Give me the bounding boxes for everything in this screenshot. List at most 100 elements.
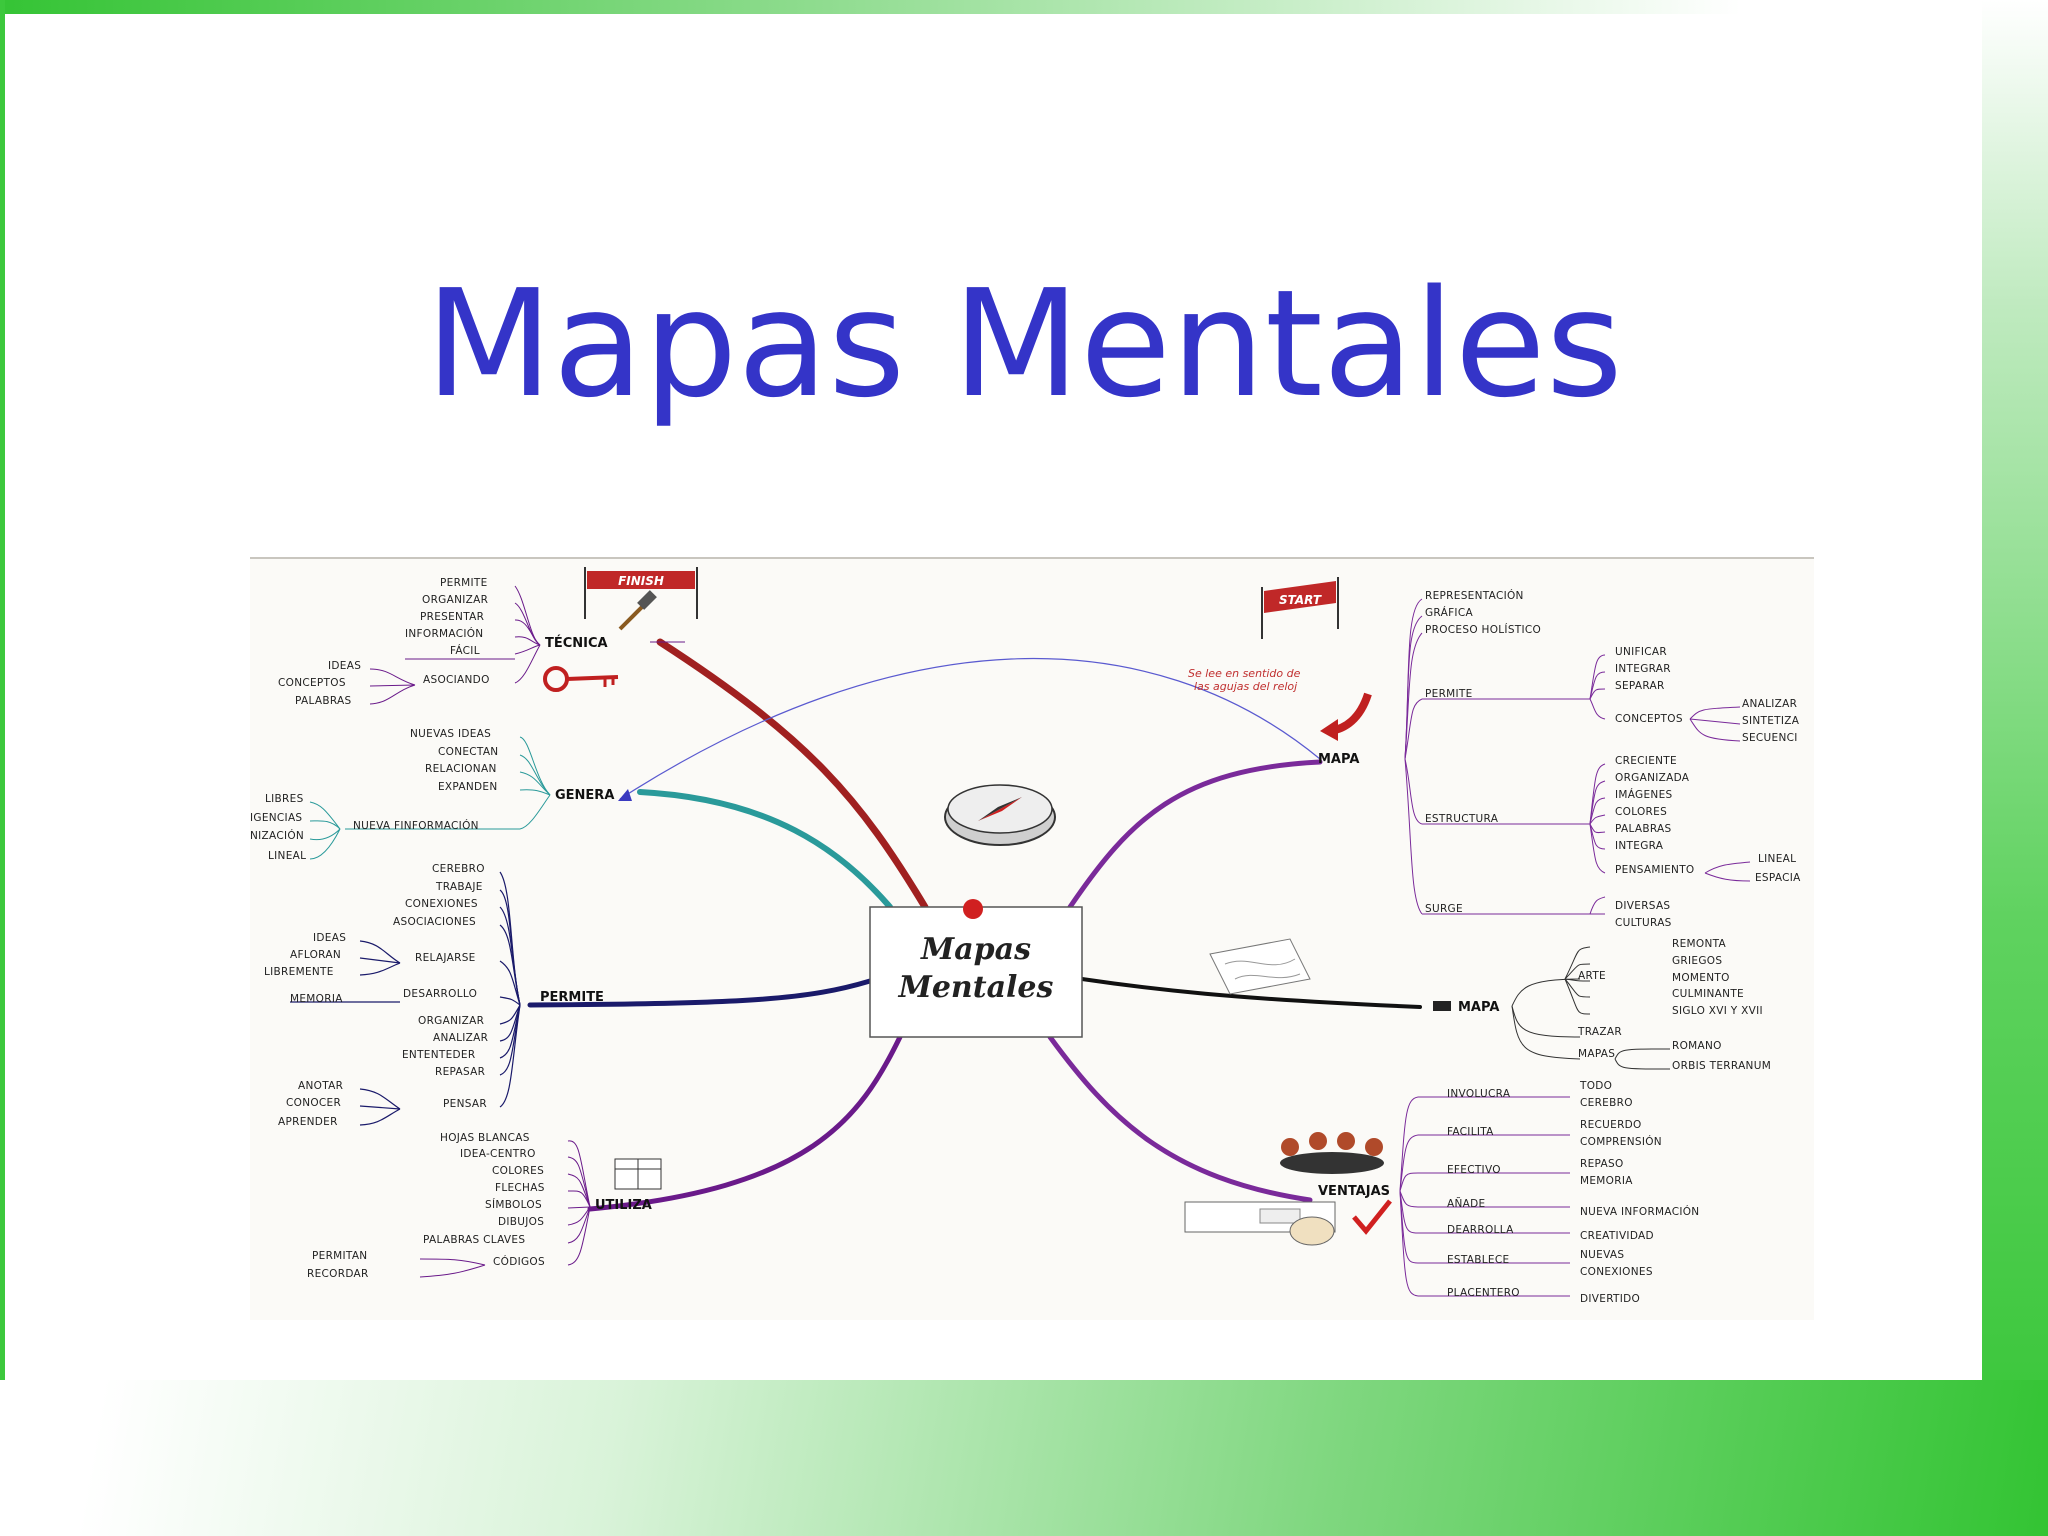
mapa-mid-item-2: TRAZAR [1577, 1026, 1622, 1038]
ventajas-item-5: DEARROLLA [1447, 1224, 1514, 1236]
mapa-permite-sub-1: UNIFICAR [1615, 646, 1667, 658]
genera-sub-3: NIZACIÓN [250, 829, 304, 842]
genera-item-3: RELACIONAN [425, 763, 497, 775]
pensamiento-sub-1: LINEAL [1758, 853, 1796, 865]
genera-item-4: EXPANDEN [438, 781, 498, 793]
relajarse-sub-3: LIBREMENTE [264, 966, 334, 978]
conceptos-sub-1: ANALIZAR [1742, 698, 1797, 710]
conceptos-sub-3: SECUENCI [1742, 732, 1798, 744]
asociando-sub-2: CONCEPTOS [278, 677, 346, 689]
permite-item-7: ORGANIZAR [418, 1015, 484, 1027]
pensar-sub-2: CONOCER [286, 1097, 341, 1109]
start-flag-icon: START [1261, 577, 1339, 639]
ventajas-sub-11: DIVERTIDO [1580, 1293, 1640, 1305]
tecnica-item-2: ORGANIZAR [422, 594, 488, 606]
relajarse-sub-1: IDEAS [313, 932, 346, 944]
ventajas-sub-3: RECUERDO [1580, 1119, 1642, 1131]
mapa-permite-sub-4: CONCEPTOS [1615, 713, 1683, 725]
reading-note-line2: las agujas del reloj [1194, 680, 1298, 693]
utiliza-item-2: IDEA-CENTRO [460, 1148, 536, 1160]
compass-icon [944, 784, 1056, 846]
pensar-sub-3: APRENDER [278, 1116, 338, 1128]
permite-label: PERMITE [540, 990, 604, 1005]
ventajas-item-1: INVOLUCRA [1447, 1088, 1511, 1100]
surge-sub-2: CULTURAS [1615, 917, 1672, 929]
permite-item-6: DESARROLLO [403, 988, 477, 1000]
utiliza-group: UTILIZA HOJAS BLANCAS IDEA-CENTRO COLORE… [307, 1132, 662, 1280]
background-top-band [0, 0, 2048, 14]
genera-item-2: CONECTAN [438, 746, 498, 758]
branch-utiliza [587, 1034, 903, 1212]
arte-sub-5: SIGLO XVI Y XVII [1672, 1005, 1763, 1017]
permite-item-8: ANALIZAR [433, 1032, 488, 1044]
ventajas-item-3: EFECTIVO [1447, 1164, 1501, 1176]
estructura-sub-5: PALABRAS [1615, 823, 1671, 835]
estructura-sub-3: IMÁGENES [1615, 788, 1673, 801]
permite-item-4: ASOCIACIONES [393, 916, 476, 928]
mapa-permite-sub-3: SEPARAR [1615, 680, 1665, 692]
tecnica-item-4: INFORMACIÓN [405, 627, 483, 640]
codigos-sub-2: RECORDAR [307, 1268, 369, 1280]
ventajas-sub-4: COMPRENSIÓN [1580, 1135, 1662, 1148]
tecnica-item-5: FÁCIL [450, 644, 480, 657]
svg-text:START: START [1279, 593, 1322, 607]
arte-sub-1: REMONTA [1672, 938, 1727, 950]
utiliza-label: UTILIZA [595, 1198, 652, 1213]
mapa-top-item-1: REPRESENTACIÓN [1425, 589, 1524, 602]
clockwise-arrow [619, 658, 1321, 800]
arte-sub-4: CULMINANTE [1672, 988, 1744, 1000]
branch-mapa-mid [1080, 977, 1422, 1009]
estructura-sub-6: INTEGRA [1615, 840, 1664, 852]
ventajas-sub-2: CEREBRO [1580, 1097, 1633, 1109]
people-icon [1280, 1132, 1384, 1174]
utiliza-item-4: FLECHAS [495, 1182, 545, 1194]
ventajas-label: VENTAJAS [1318, 1184, 1390, 1199]
genera-sub-4: LINEAL [268, 850, 306, 862]
estructura-sub-4: COLORES [1615, 806, 1667, 818]
ventajas-group: VENTAJAS INVOLUCRA FACILITA EFECTIVO AÑA… [1184, 1080, 1699, 1305]
page-title: Mapas Mentales [425, 258, 1623, 430]
ventajas-item-2: FACILITA [1447, 1126, 1494, 1138]
hand-icon [1184, 1201, 1336, 1246]
tecnica-label: TÉCNICA [545, 635, 608, 651]
genera-item-5: NUEVA FINFORMACIÓN [353, 819, 479, 832]
mapa-mid-label: MAPA [1458, 1000, 1499, 1015]
ventajas-item-6: ESTABLECE [1447, 1254, 1509, 1266]
utiliza-item-6: DIBUJOS [498, 1216, 544, 1228]
hammer-icon [618, 590, 657, 631]
relajarse-sub-2: AFLORAN [290, 949, 341, 961]
genera-sub-2: IGENCIAS [250, 812, 302, 824]
permite-item-1: CEREBRO [432, 863, 485, 875]
background-right-band [1982, 0, 2048, 1536]
finish-flag-icon: FINISH [584, 567, 698, 619]
ventajas-sub-10: CONEXIONES [1580, 1266, 1653, 1278]
branch-genera [637, 789, 893, 910]
mapa-top-label: MAPA [1318, 752, 1359, 767]
red-arrow-icon [1320, 692, 1372, 741]
mapa-top-item-6: SURGE [1425, 903, 1463, 915]
ventajas-item-7: PLACENTERO [1447, 1287, 1520, 1299]
conceptos-sub-2: SINTETIZA [1742, 715, 1800, 727]
branch-ventajas [1047, 1034, 1313, 1203]
pensar-sub-1: ANOTAR [298, 1080, 343, 1092]
utiliza-item-3: COLORES [492, 1165, 544, 1177]
codigos-sub-1: PERMITAN [312, 1250, 367, 1262]
center-node-line2: Mentales [898, 970, 1054, 1005]
mapas-sub-2: ORBIS TERRANUM [1672, 1060, 1771, 1072]
permite-item-3: CONEXIONES [405, 898, 478, 910]
utiliza-item-5: SÍMBOLOS [485, 1198, 542, 1211]
genera-label: GENERA [555, 788, 614, 803]
utiliza-item-1: HOJAS BLANCAS [440, 1132, 530, 1144]
ventajas-sub-7: NUEVA INFORMACIÓN [1580, 1205, 1699, 1218]
ventajas-sub-8: CREATIVIDAD [1580, 1230, 1654, 1242]
desarrollo-sub-1: MEMORIA [290, 993, 343, 1005]
background-left-band [0, 0, 5, 1536]
center-node-box [869, 906, 1083, 1038]
tecnica-item-1: PERMITE [440, 577, 488, 589]
reading-note-line1: Se lee en sentido de [1188, 667, 1301, 680]
pensamiento-sub-2: ESPACIA [1755, 872, 1801, 884]
arte-sub-3: MOMENTO [1672, 972, 1730, 984]
genera-group: GENERA NUEVAS IDEAS CONECTAN RELACIONAN … [250, 728, 614, 862]
estructura-sub-7: PENSAMIENTO [1615, 864, 1695, 876]
ventajas-sub-1: TODO [1579, 1080, 1612, 1092]
